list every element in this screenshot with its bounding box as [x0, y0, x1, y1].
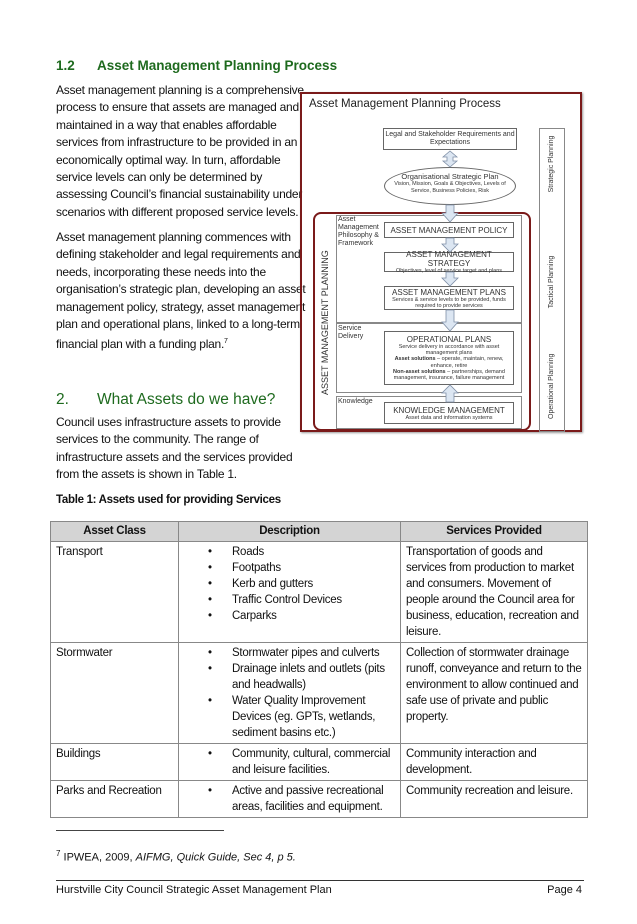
assets-paragraph: Council uses infrastructure assets to pr…: [56, 415, 293, 482]
section-heading: What Assets do we have?: [97, 391, 276, 408]
table-caption: Table 1: Assets used for providing Servi…: [56, 494, 281, 506]
double-arrow-icon: [441, 150, 459, 168]
section-heading: Asset Management Planning Process: [97, 58, 338, 73]
panel-label-service: Service Delivery: [338, 325, 364, 340]
table-row: Parks and RecreationActive and passive r…: [50, 780, 588, 818]
section-number: 2.: [56, 391, 69, 408]
down-arrow-icon: [441, 237, 459, 253]
side-label-strategic: Strategic Planning: [548, 135, 555, 193]
footer-divider: [56, 880, 584, 881]
policy-box: ASSET MANAGEMENT POLICY: [384, 222, 514, 238]
legal-box: Legal and Stakeholder Requirements and E…: [383, 128, 517, 150]
diagram-title: Asset Management Planning Process: [309, 98, 501, 110]
footer-title: Hurstville City Council Strategic Asset …: [56, 884, 332, 896]
up-arrow-icon: [441, 384, 459, 403]
table-row: StormwaterStormwater pipes and culvertsD…: [50, 642, 588, 744]
side-label-operational: Operational Planning: [548, 353, 555, 419]
panel-label-knowledge: Knowledge: [338, 398, 373, 405]
panel-label-framework: Asset Management Philosophy & Framework: [338, 216, 379, 247]
intro-paragraph-2: Asset management planning commences with…: [56, 230, 306, 352]
down-arrow-icon: [441, 204, 459, 223]
table-row: TransportRoadsFootpathsKerb and guttersT…: [50, 541, 588, 643]
intro-paragraph-1: Asset management planning is a comprehen…: [56, 83, 304, 219]
page-number: Page 4: [547, 884, 582, 896]
side-label-tactical: Tactical Planning: [548, 255, 555, 309]
down-arrow-icon: [441, 309, 459, 332]
table-row: BuildingsCommunity, cultural, commercial…: [50, 743, 588, 781]
footnote-divider: [56, 830, 224, 831]
footnote: 7 IPWEA, 2009, AIFMG, Quick Guide, Sec 4…: [56, 849, 296, 864]
down-arrow-icon: [441, 271, 459, 287]
section-number: 1.2: [56, 58, 75, 73]
